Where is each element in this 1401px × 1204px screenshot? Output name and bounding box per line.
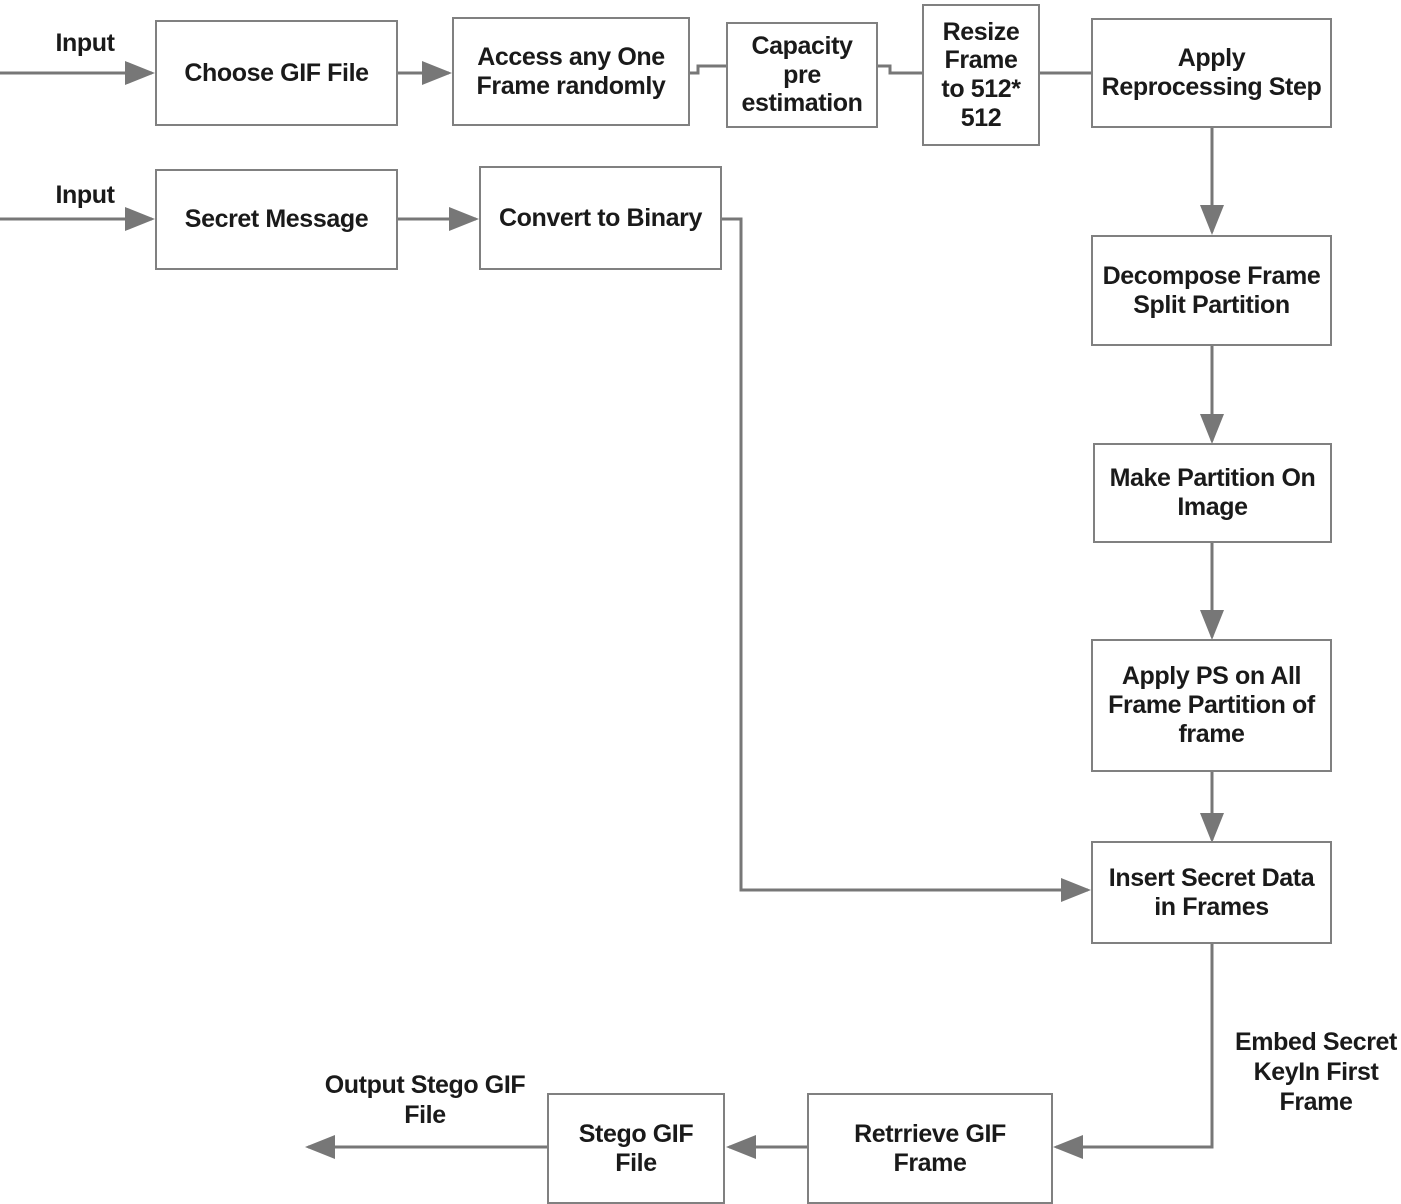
node-make-partition[interactable]: Make Partition On Image <box>1093 443 1332 543</box>
node-label: Choose GIF File <box>184 58 369 87</box>
caption-output-stego: Output Stego GIF File <box>324 1071 526 1129</box>
node-insert-secret-data[interactable]: Insert Secret Data in Frames <box>1091 841 1332 944</box>
node-label: Resize Frame to 512* 512 <box>941 17 1021 132</box>
caption-input-top: Input <box>55 29 115 57</box>
node-apply-ps[interactable]: Apply PS on All Frame Partition of frame <box>1091 639 1332 772</box>
node-label: Stego GIF File <box>578 1119 694 1177</box>
node-apply-reprocessing[interactable]: Apply Reprocessing Step <box>1091 18 1332 128</box>
node-label: Capacity pre estimation <box>741 31 863 118</box>
edge-capacity-to-resize <box>878 64 922 75</box>
node-label: Decompose Frame Split Partition <box>1102 261 1321 319</box>
node-choose-gif-file[interactable]: Choose GIF File <box>155 20 398 126</box>
node-secret-message[interactable]: Secret Message <box>155 169 398 270</box>
caption-embed-secret-key: Embed Secret KeyIn First Frame <box>1235 1028 1397 1116</box>
node-label: Access any One Frame randomly <box>476 42 666 100</box>
edge-convert-to-insert <box>722 217 1091 902</box>
node-resize-frame[interactable]: Resize Frame to 512* 512 <box>922 4 1040 146</box>
node-label: Insert Secret Data in Frames <box>1108 863 1315 921</box>
node-decompose-frame[interactable]: Decompose Frame Split Partition <box>1091 235 1332 346</box>
node-stego-gif-file[interactable]: Stego GIF File <box>547 1093 725 1204</box>
node-label: Retrrieve GIF Frame <box>854 1119 1006 1177</box>
caption-input-middle: Input <box>55 181 115 209</box>
node-label: Make Partition On Image <box>1109 464 1316 521</box>
node-access-frame[interactable]: Access any One Frame randomly <box>452 17 690 126</box>
node-label: Apply Reprocessing Step <box>1101 44 1322 101</box>
node-label: Convert to Binary <box>499 203 702 232</box>
node-retrieve-gif-frame[interactable]: Retrrieve GIF Frame <box>807 1093 1053 1204</box>
node-capacity-pre-estimation[interactable]: Capacity pre estimation <box>726 22 878 128</box>
node-label: Secret Message <box>184 205 369 234</box>
edge-insert-to-retrieve <box>1053 944 1214 1159</box>
node-label: Apply PS on All Frame Partition of frame <box>1108 662 1315 748</box>
node-convert-to-binary[interactable]: Convert to Binary <box>479 166 722 270</box>
edge-access-to-capacity <box>690 64 726 75</box>
